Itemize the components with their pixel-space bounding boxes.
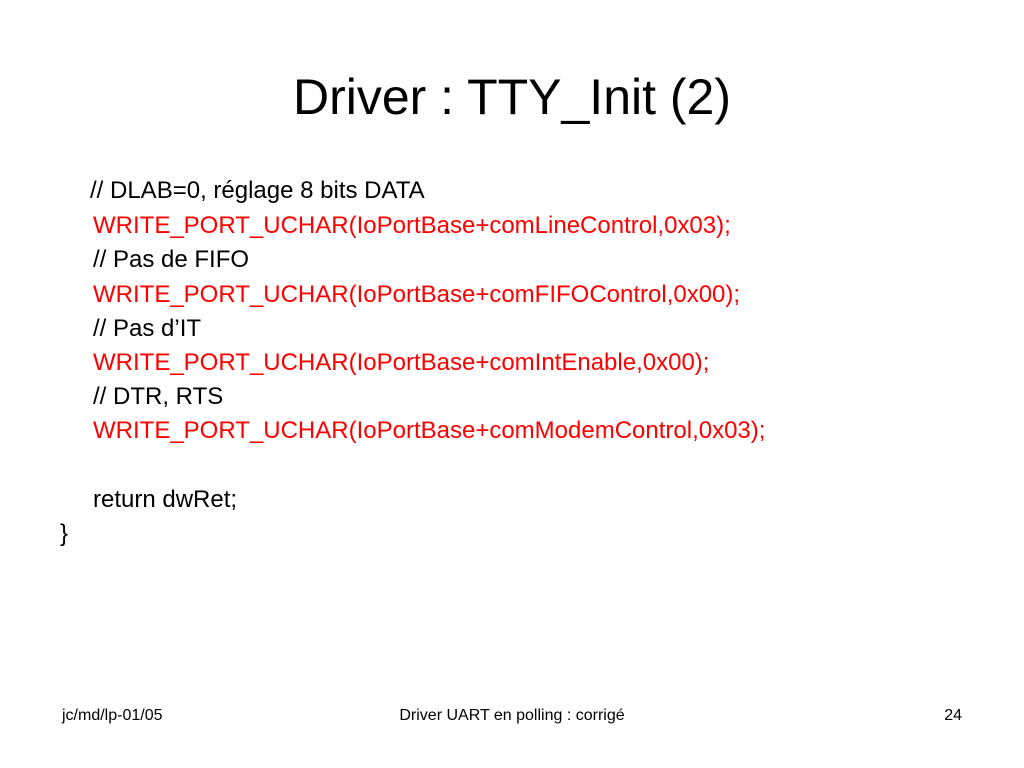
code-return: return dwRet; — [93, 486, 238, 513]
code-write-int-enable: WRITE_PORT_UCHAR(IoPortBase+comIntEnable… — [93, 349, 710, 376]
code-write-fifo-control: WRITE_PORT_UCHAR(IoPortBase+comFIFOContr… — [93, 281, 741, 308]
footer-author: jc/md/lp-01/05 — [62, 707, 163, 724]
code-write-modem-control: WRITE_PORT_UCHAR(IoPortBase+comModemCont… — [93, 417, 766, 444]
footer-page-number: 24 — [944, 707, 962, 724]
code-write-line-control: WRITE_PORT_UCHAR(IoPortBase+comLineContr… — [93, 212, 731, 239]
slide-title: Driver : TTY_Init (2) — [292, 69, 732, 125]
code-comment-dtr-rts: // DTR, RTS — [93, 383, 224, 410]
code-closing-brace: } — [60, 520, 69, 547]
code-comment-fifo: // Pas de FIFO — [93, 246, 250, 273]
code-comment-it: // Pas d’IT — [93, 315, 202, 342]
footer-title: Driver UART en polling : corrigé — [399, 707, 625, 724]
code-comment-dlab: // DLAB=0, réglage 8 bits DATA — [90, 177, 425, 204]
